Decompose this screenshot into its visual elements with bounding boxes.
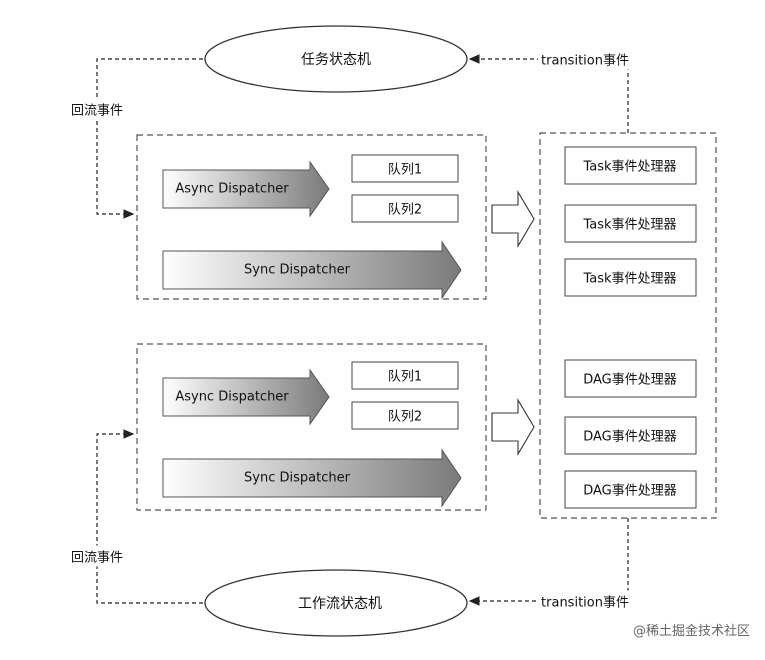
top-transition-connector xyxy=(468,54,629,133)
lower-to-handlers-arrow xyxy=(491,397,535,457)
task-handler-1-label: Task事件处理器 xyxy=(583,159,677,175)
dag-handler-2-label: DAG事件处理器 xyxy=(583,429,677,445)
task-handler-1-box xyxy=(564,146,697,185)
upper-to-handlers-arrow xyxy=(491,189,535,249)
task-handler-2-label: Task事件处理器 xyxy=(583,217,677,233)
lower-async-dispatcher-arrow xyxy=(162,368,330,426)
top-reflow-event-label: 回流事件 xyxy=(68,98,126,120)
lower-sync-dispatcher-arrow xyxy=(162,448,462,508)
lower-dispatcher-group xyxy=(136,343,487,511)
workflow-state-machine-label: 工作流状态机 xyxy=(298,596,382,612)
upper-queue-2-box xyxy=(351,194,459,223)
lower-sync-dispatcher-label: Sync Dispatcher xyxy=(244,470,350,486)
dag-handler-2-box xyxy=(564,416,697,455)
top-reflow-connector xyxy=(96,58,203,219)
handler-group xyxy=(539,132,717,519)
dag-handler-1-box xyxy=(564,359,697,398)
upper-dispatcher-group xyxy=(136,134,487,300)
lower-queue-1-label: 队列1 xyxy=(387,369,423,385)
workflow-state-machine-ellipse xyxy=(204,569,468,637)
lower-queue-2-box xyxy=(351,401,459,430)
bottom-transition-connector xyxy=(468,518,629,606)
upper-async-dispatcher-arrow xyxy=(162,160,330,218)
top-transition-event-label: transition事件 xyxy=(538,48,632,70)
task-state-machine-ellipse xyxy=(204,25,468,93)
upper-async-dispatcher-label: Async Dispatcher xyxy=(175,181,289,197)
lower-queue-2-label: 队列2 xyxy=(387,409,423,425)
upper-queue-1-label: 队列1 xyxy=(387,162,423,178)
bottom-transition-event-label: transition事件 xyxy=(538,590,632,612)
bottom-reflow-event-label: 回流事件 xyxy=(68,545,126,567)
task-handler-3-label: Task事件处理器 xyxy=(583,271,677,287)
task-state-machine-label: 任务状态机 xyxy=(301,52,371,68)
upper-sync-dispatcher-label: Sync Dispatcher xyxy=(244,262,350,278)
upper-sync-dispatcher-arrow xyxy=(162,240,462,300)
upper-queue-1-box xyxy=(351,154,459,183)
task-handler-2-box xyxy=(564,204,697,243)
upper-queue-2-label: 队列2 xyxy=(387,202,423,218)
dag-handler-3-label: DAG事件处理器 xyxy=(583,483,677,499)
task-handler-3-box xyxy=(564,258,697,297)
lower-queue-1-box xyxy=(351,361,459,390)
watermark: @稀土掘金技术社区 xyxy=(629,619,753,640)
dag-handler-1-label: DAG事件处理器 xyxy=(583,372,677,388)
bottom-reflow-connector xyxy=(96,429,203,604)
dag-handler-3-box xyxy=(564,470,697,509)
lower-async-dispatcher-label: Async Dispatcher xyxy=(175,389,289,405)
